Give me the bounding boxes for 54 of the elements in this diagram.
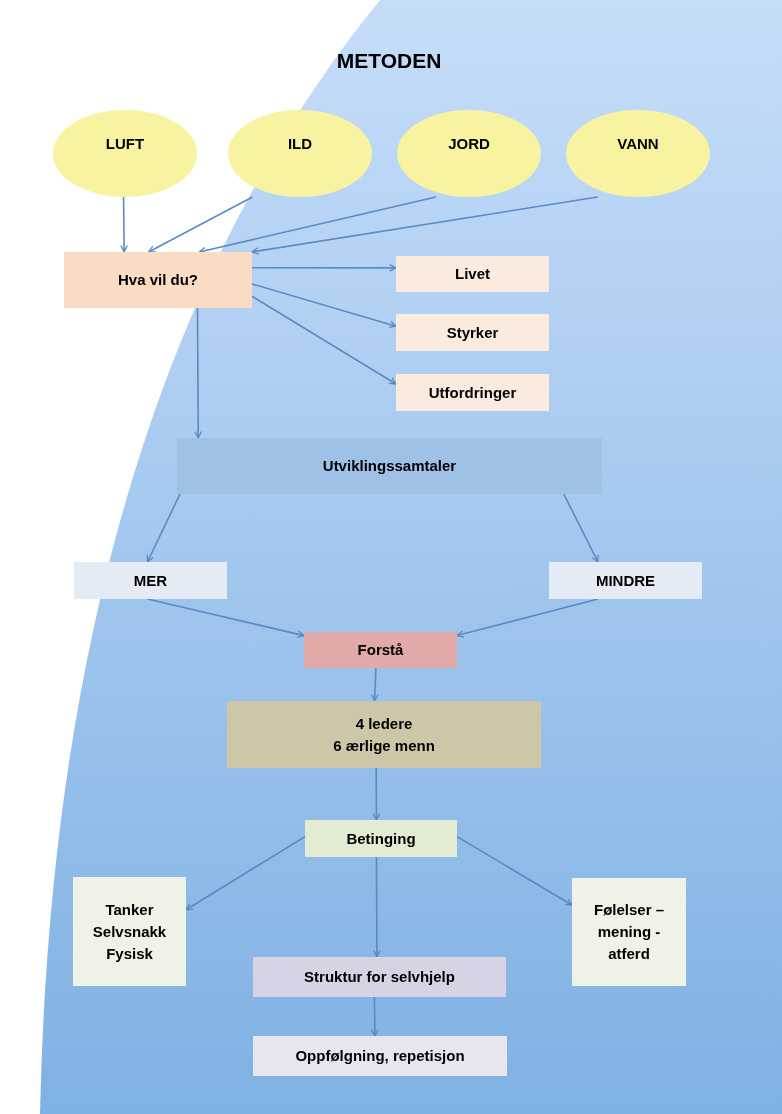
node-label: Følelser – mening - atferd xyxy=(592,900,665,964)
arrow xyxy=(371,996,379,1037)
node-label: Forstå xyxy=(357,640,404,660)
node-label: Utviklingssamtaler xyxy=(322,456,457,476)
arrow xyxy=(185,835,306,911)
arrow xyxy=(251,295,397,385)
arrow xyxy=(120,196,128,253)
node-label: Betinging xyxy=(346,828,416,849)
arrow xyxy=(198,196,437,255)
node-label: Struktur for selvhjelp xyxy=(304,967,455,987)
step-box xyxy=(64,252,252,308)
step-box xyxy=(253,957,506,997)
step-box xyxy=(74,562,227,599)
step-box xyxy=(572,878,686,986)
step-box xyxy=(396,374,549,411)
node-label: Selvsnakk xyxy=(92,921,167,942)
node-label: Fysisk xyxy=(106,943,153,964)
step-box xyxy=(253,1036,507,1076)
step-box xyxy=(305,820,457,857)
step-box xyxy=(73,877,186,986)
arrow xyxy=(456,835,573,906)
node-label: MINDRE xyxy=(595,570,656,591)
node-label: Utfordringer xyxy=(428,382,517,403)
arrow xyxy=(251,264,397,272)
arrow xyxy=(373,856,381,958)
node-label: Tanker xyxy=(105,899,154,920)
node-label: VANN xyxy=(617,133,659,154)
title: METODEN xyxy=(335,48,443,74)
node-label: LUFT xyxy=(105,133,145,154)
arrow xyxy=(251,283,397,329)
node-label: Livet xyxy=(455,264,490,284)
node-label: 4 ledere xyxy=(355,713,413,734)
arrow xyxy=(147,196,254,253)
arrow xyxy=(371,667,379,702)
step-box xyxy=(227,701,541,768)
arrow xyxy=(146,598,305,638)
arrow xyxy=(372,767,381,821)
node-label: ILD xyxy=(287,133,313,154)
node-label: Hva vil du? xyxy=(118,270,198,290)
arrow xyxy=(562,493,599,563)
step-box xyxy=(304,632,457,668)
node-label: JORD xyxy=(448,133,490,154)
arrow xyxy=(146,493,181,563)
arrow xyxy=(456,598,599,638)
node-label: MER xyxy=(133,570,168,591)
step-box xyxy=(549,562,702,599)
arrow xyxy=(251,196,599,255)
node-label: 6 ærlige menn xyxy=(333,735,435,756)
node-label: Oppfølgning, repetisjon xyxy=(295,1046,465,1066)
step-box xyxy=(177,438,602,494)
step-box xyxy=(396,256,549,292)
step-box xyxy=(396,314,549,351)
node-label: Styrker xyxy=(446,322,499,343)
arrow xyxy=(194,307,203,439)
